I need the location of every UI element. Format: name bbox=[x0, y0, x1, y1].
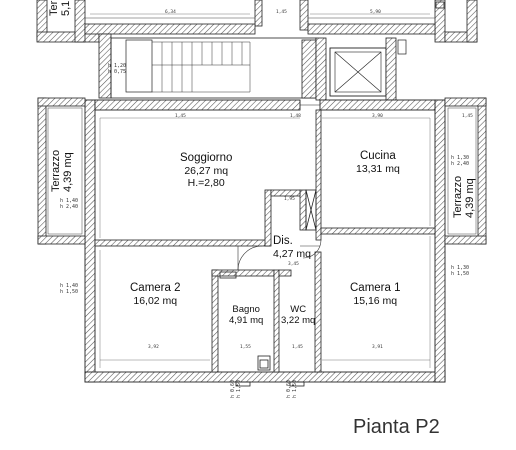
plan-title: Pianta P2 bbox=[353, 416, 440, 438]
room-camera2: Camera 2 16,02 mq bbox=[130, 282, 181, 307]
window-mark-1: h 1,20 h 0,75 bbox=[108, 63, 126, 75]
upper-building bbox=[36, 0, 478, 43]
dim-mid1: 1,48 bbox=[290, 114, 301, 119]
window-mark-1-line2: h 0,75 bbox=[108, 69, 127, 75]
window-mark-6: h 0,60 h 1,50 bbox=[230, 380, 242, 398]
room-dis: Dis. 4,27 mq bbox=[273, 235, 311, 260]
terrazzo-left-name: Terrazzo bbox=[50, 149, 62, 192]
interior-walls bbox=[94, 109, 436, 387]
room-camera2-name: Camera 2 bbox=[130, 282, 181, 294]
window-mark-5: h 1,30 h 1,50 bbox=[451, 265, 469, 277]
room-cucina-area: 13,31 mq bbox=[356, 163, 400, 176]
room-soggiorno-area: 26,27 mq bbox=[184, 165, 229, 178]
room-wc: WC 3,22 mq bbox=[281, 304, 316, 327]
window-mark-2: h 1,40 h 2,40 bbox=[60, 198, 78, 210]
room-terrazzo-right: Terrazzo 4,39 mq bbox=[452, 176, 476, 218]
window-mark-1-line1: h 1,20 bbox=[108, 63, 127, 69]
lift-shaft bbox=[329, 37, 407, 101]
room-bagno-area: 4,91 mq bbox=[229, 314, 264, 326]
window-mark-3-line1: h 1,40 bbox=[60, 283, 79, 289]
window-mark-4-line2: h 2,40 bbox=[451, 161, 470, 167]
dim-top1: 6,34 bbox=[165, 10, 176, 15]
room-camera1-area: 15,16 mq bbox=[353, 295, 398, 308]
room-wc-area: 3,22 mq bbox=[281, 314, 316, 326]
dim-dis2: 3,45 bbox=[288, 262, 299, 267]
window-mark-7: h 0,60 h 1,50 bbox=[286, 380, 298, 398]
room-cucina-name: Cucina bbox=[359, 150, 396, 162]
window-mark-4: h 1,30 h 2,40 bbox=[451, 155, 469, 167]
terrazzo-right-area: 4,39 mq bbox=[464, 178, 477, 218]
dim-bot4: 3,91 bbox=[372, 345, 383, 350]
terrazzo-left-area: 4,39 mq bbox=[62, 152, 75, 192]
window-mark-2-line2: h 2,40 bbox=[60, 204, 79, 210]
dim-top2: 1,45 bbox=[276, 10, 287, 15]
room-bagno: Bagno 4,91 mq bbox=[229, 304, 264, 327]
window-mark-6-line2: h 1,50 bbox=[236, 379, 242, 398]
room-terrazzo-left: Terrazzo 4,39 mq bbox=[50, 150, 74, 192]
window-mark-3-line2: h 1,50 bbox=[60, 289, 79, 295]
window-mark-7-line2: h 1,50 bbox=[292, 379, 298, 398]
room-soggiorno-name: Soggiorno bbox=[180, 152, 233, 164]
dim-left: 1,45 bbox=[175, 114, 186, 119]
room-camera1-name: Camera 1 bbox=[350, 282, 401, 294]
dim-mid2: 3,90 bbox=[372, 114, 383, 119]
room-cucina: Cucina 13,31 mq bbox=[356, 150, 400, 175]
window-mark-5-line2: h 1,50 bbox=[451, 271, 470, 277]
exterior-walls bbox=[84, 99, 446, 383]
window-mark-3: h 1,40 h 1,50 bbox=[60, 283, 78, 295]
top-left-partial-area: 5,1 bbox=[60, 0, 73, 16]
dim-top3: 5,90 bbox=[370, 10, 381, 15]
top-left-partial-name: Ter bbox=[48, 0, 60, 16]
dim-bot1: 3,92 bbox=[148, 345, 159, 350]
room-bagno-name: Bagno bbox=[232, 304, 260, 315]
window-mark-4-line1: h 1,30 bbox=[451, 155, 470, 161]
doors bbox=[237, 239, 322, 271]
window-mark-5-line1: h 1,30 bbox=[451, 265, 470, 271]
terrazzo-right-name: Terrazzo bbox=[452, 175, 464, 218]
dim-right: 1,45 bbox=[462, 114, 473, 119]
room-dis-name: Dis. bbox=[273, 235, 293, 247]
room-wc-name: WC bbox=[290, 304, 307, 315]
room-camera1: Camera 1 15,16 mq bbox=[350, 282, 401, 307]
room-soggiorno: Soggiorno 26,27 mq H.=2,80 bbox=[180, 152, 232, 189]
dim-bot2: 1,55 bbox=[240, 345, 251, 350]
dimension-lines bbox=[90, 13, 431, 368]
dim-bot3: 1,45 bbox=[292, 345, 303, 350]
room-camera2-area: 16,02 mq bbox=[133, 295, 178, 308]
terrace-right bbox=[444, 97, 487, 245]
room-top-left-partial: Ter 5,1 bbox=[48, 1, 72, 16]
dim-dis: 1,95 bbox=[284, 197, 295, 202]
window-mark-2-line1: h 1,40 bbox=[60, 198, 79, 204]
room-soggiorno-height: H.=2,80 bbox=[187, 177, 225, 190]
terrace-left bbox=[37, 97, 86, 245]
room-dis-area: 4,27 mq bbox=[273, 248, 311, 261]
staircase bbox=[98, 33, 327, 101]
